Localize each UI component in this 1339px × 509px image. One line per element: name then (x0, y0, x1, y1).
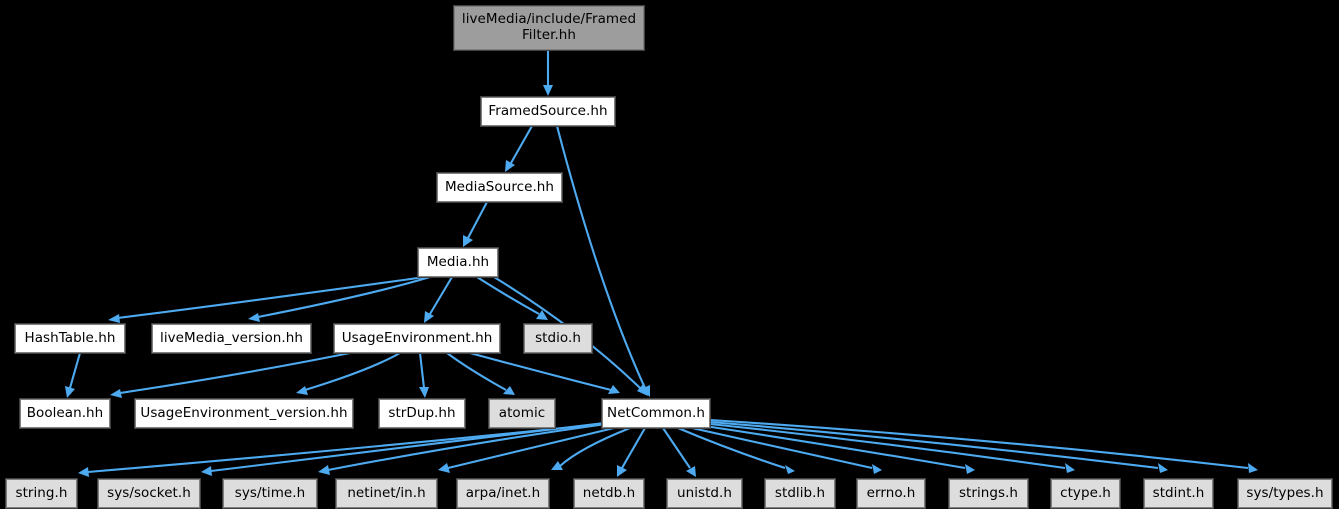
arrowhead-icon (419, 387, 429, 398)
arrowhead-icon (505, 160, 515, 172)
edge-netcommon-to-stdint (709, 420, 1168, 473)
graph-node-netcommon[interactable]: NetCommon.h (601, 398, 711, 429)
graph-node-lmversion[interactable]: liveMedia_version.hh (151, 323, 312, 354)
arrowhead-icon (536, 310, 548, 320)
edge-netcommon-to-syssocket (201, 421, 605, 476)
edge-netcommon-to-ctype (709, 422, 1075, 473)
graph-node-framedfilter[interactable]: liveMedia/include/Framed Filter.hh (453, 5, 645, 51)
edge-media-to-lmversion (248, 275, 431, 322)
arrowhead-icon (503, 386, 515, 395)
edge-usageenv-to-boolean (110, 351, 351, 398)
edge-framedsource-to-mediasource (505, 125, 533, 172)
arrowhead-icon (78, 467, 89, 477)
arrowhead-icon (543, 85, 553, 96)
graph-node-unistd[interactable]: unistd.h (666, 478, 743, 509)
graph-node-hashtable[interactable]: HashTable.hh (14, 323, 126, 354)
edge-netcommon-to-systime (318, 422, 607, 475)
graph-node-strings[interactable]: strings.h (948, 478, 1029, 509)
arrowhead-icon (463, 235, 473, 247)
edge-media-to-stdio (476, 276, 548, 320)
graph-node-boolean[interactable]: Boolean.hh (19, 398, 111, 429)
graph-node-stdio[interactable]: stdio.h (523, 323, 593, 354)
edge-netcommon-to-errno (691, 426, 882, 474)
edge-mediasource-to-media (463, 201, 488, 247)
graph-node-systime[interactable]: sys/time.h (222, 478, 318, 509)
arrowhead-icon (318, 465, 330, 475)
arrowhead-icon (872, 464, 882, 474)
edge-netcommon-to-arpainet (551, 427, 631, 470)
graph-node-netinetin[interactable]: netinet/in.h (335, 478, 438, 509)
graph-node-strdup[interactable]: strDup.hh (378, 398, 466, 429)
arrowhead-icon (108, 314, 120, 323)
graph-node-framedsource[interactable]: FramedSource.hh (480, 96, 616, 127)
graph-node-atomic[interactable]: atomic (488, 398, 556, 429)
graph-node-systypes[interactable]: sys/types.h (1237, 478, 1333, 509)
arrowhead-icon (296, 386, 308, 395)
edge-media-to-hashtable (108, 275, 426, 323)
arrowhead-icon (1158, 463, 1168, 473)
edge-framedfilter-to-framedsource (543, 50, 553, 96)
arrowhead-icon (1248, 463, 1258, 473)
edge-hashtable-to-boolean (65, 352, 82, 398)
arrowhead-icon (608, 385, 620, 394)
edge-netcommon-to-netinetin (438, 426, 615, 473)
graph-node-errno[interactable]: errno.h (856, 478, 926, 509)
arrowhead-icon (551, 461, 563, 470)
edge-netcommon-to-systypes (709, 418, 1258, 473)
graph-node-usageenv[interactable]: UsageEnvironment.hh (333, 323, 501, 354)
edge-netcommon-to-netdb (617, 427, 646, 477)
graph-node-arpainet[interactable]: arpa/inet.h (456, 478, 550, 509)
arrowhead-icon (201, 466, 212, 476)
graph-node-stringh[interactable]: string.h (5, 478, 78, 509)
graph-node-ctype[interactable]: ctype.h (1050, 478, 1121, 509)
arrowhead-icon (785, 465, 795, 474)
edge-usageenv-to-netcommon (469, 351, 620, 394)
arrowhead-icon (686, 466, 696, 477)
edge-netcommon-to-stdlib (677, 427, 795, 474)
arrowhead-icon (248, 313, 260, 322)
arrowhead-icon (637, 383, 648, 396)
edge-netcommon-to-unistd (662, 427, 696, 477)
graph-node-stdint[interactable]: stdint.h (1143, 478, 1214, 509)
graph-node-ueversion[interactable]: UsageEnvironment_version.hh (134, 398, 354, 429)
graph-node-stdlib[interactable]: stdlib.h (764, 478, 836, 509)
arrowhead-icon (65, 386, 75, 398)
arrowhead-icon (1065, 463, 1075, 473)
arrowhead-icon (617, 465, 627, 477)
edge-usageenv-to-strdup (418, 352, 429, 398)
graph-node-media[interactable]: Media.hh (417, 247, 499, 278)
graph-node-syssocket[interactable]: sys/socket.h (97, 478, 201, 509)
arrowhead-icon (965, 464, 975, 474)
edge-netcommon-to-strings (704, 424, 975, 474)
edge-usageenv-to-atomic (446, 352, 515, 395)
edge-usageenv-to-ueversion (296, 352, 401, 395)
graph-node-netdb[interactable]: netdb.h (573, 478, 645, 509)
arrowhead-icon (424, 311, 434, 323)
arrowhead-icon (110, 389, 122, 398)
arrowhead-icon (438, 463, 450, 473)
edge-media-to-usageenv (424, 276, 453, 323)
graph-node-mediasource[interactable]: MediaSource.hh (436, 172, 563, 203)
